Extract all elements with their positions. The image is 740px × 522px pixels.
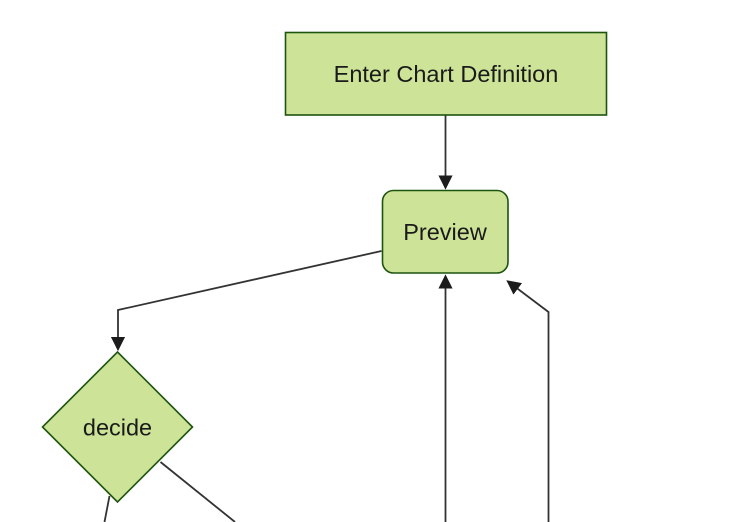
- node-label: Enter Chart Definition: [334, 61, 559, 87]
- edge-preview-to-decide: [110, 250, 382, 352]
- node-rounded-rect: [381, 189, 509, 274]
- node-decide: decide: [41, 350, 194, 504]
- edge-decide-to-bottom-right: [159, 461, 236, 522]
- node-label: decide: [83, 415, 152, 441]
- node-label: Preview: [403, 219, 488, 245]
- node-enter-chart-definition: Enter Chart Definition: [284, 31, 608, 116]
- edge-layer: [103, 115, 550, 522]
- node-rect: [284, 31, 608, 116]
- edge-decide-to-bottom-left: [103, 495, 111, 522]
- node-preview: Preview: [381, 189, 509, 274]
- node-diamond: [41, 350, 194, 504]
- edge-bottom-right-to-preview: [506, 280, 550, 522]
